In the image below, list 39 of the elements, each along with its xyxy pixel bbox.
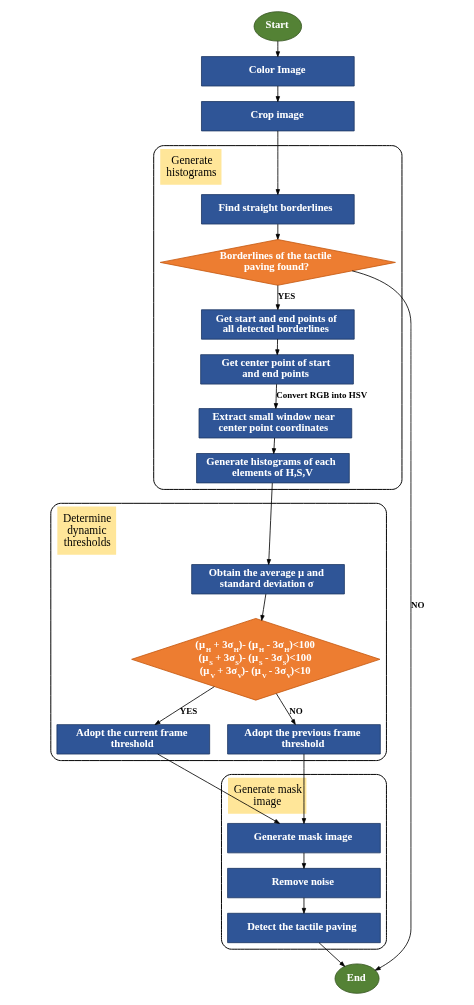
arrow	[157, 753, 280, 824]
arrow	[275, 338, 280, 356]
arrow	[301, 897, 307, 914]
arrow	[275, 85, 280, 102]
node-box: Obtain the average μ and standard deviation σ	[191, 564, 345, 595]
node-box: Adopt the previous frame threshold	[227, 724, 381, 755]
arrow	[154, 686, 215, 725]
node-box: Crop image	[201, 101, 355, 132]
arrow	[318, 942, 346, 967]
node-ellipse: Start	[253, 11, 303, 42]
arrow	[301, 852, 307, 869]
node-box: Remove noise	[227, 867, 381, 899]
arrow	[275, 130, 280, 195]
node-box: Generate histograms of each elements of H,S,V	[196, 453, 350, 484]
edge-label: YES	[179, 705, 198, 716]
arrow	[260, 593, 267, 621]
arrow	[275, 223, 280, 240]
arrow	[271, 437, 277, 454]
node-box: Detect the tactile paving	[227, 912, 381, 944]
arrow	[275, 284, 280, 310]
node-box: Generate mask image	[227, 823, 381, 854]
arrow	[301, 753, 307, 824]
edge-label: Convert RGB into HSV	[276, 389, 368, 400]
node-diamond: (μ$_{H}$ + 3σ$_{H}$)- (μ$_{H}$ - 3σ$_{H}$)<100 (μ$_{S}$ + 3σ$_{S}$)- (μ$_{S}$ - 3σ$_{S}$)<100 (μ$_{V}$ + 3σ$_{V}$)- (μ$_{V}$ - 3σ$_{V}$)<10	[131, 618, 381, 701]
node-diamond: Borderlines of the tactile paving found?	[159, 239, 396, 286]
arrow	[351, 270, 412, 971]
edge-label: YES	[277, 290, 296, 301]
arrow	[275, 693, 296, 725]
node-box: Get start and end points of all detected borderlines	[201, 309, 355, 340]
edge-label: NO	[289, 705, 303, 716]
arrow	[273, 383, 279, 409]
edge-label: NO	[410, 599, 425, 610]
node-box: Color Image	[201, 56, 355, 87]
node-box: Find straight borderlines	[201, 194, 355, 225]
arrow	[266, 482, 273, 565]
node-box: Get center point of start and end points	[200, 354, 354, 385]
node-box: Extract small window near center point coordinates	[198, 408, 353, 439]
arrow	[275, 40, 280, 57]
node-box: Adopt the current frame threshold	[56, 724, 211, 755]
